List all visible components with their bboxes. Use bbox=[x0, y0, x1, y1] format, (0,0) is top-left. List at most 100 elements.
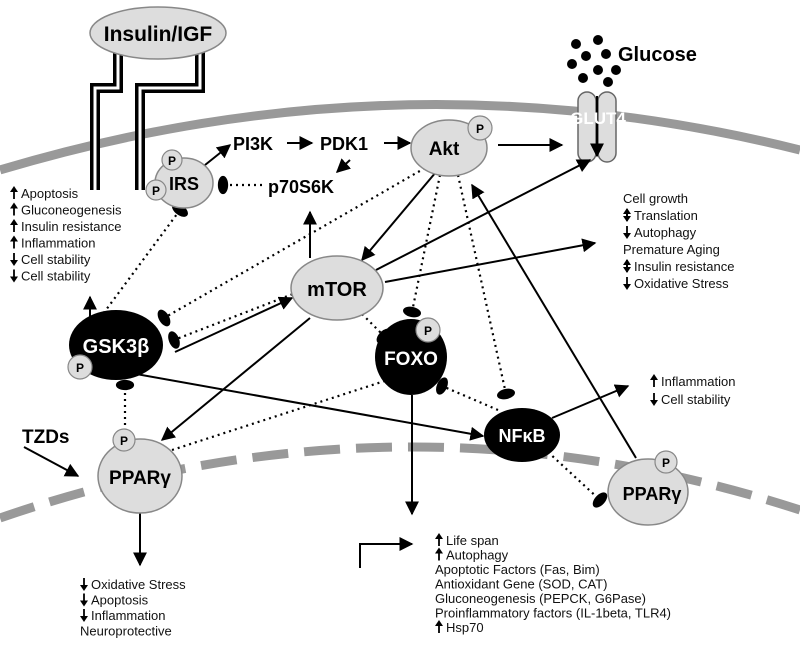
effect-item: Cell stability bbox=[10, 269, 91, 284]
effect-text: Gluconeogenesis bbox=[21, 203, 122, 218]
gsk3b-label: GSK3β bbox=[83, 336, 150, 358]
effect-item: Inflammation bbox=[650, 374, 735, 389]
ppar-right-node: PPARγ P bbox=[607, 450, 689, 526]
nfkb-label: NFκB bbox=[498, 426, 545, 446]
down-arrow-icon bbox=[650, 393, 658, 406]
ppar-left-node: PPARγ P bbox=[97, 428, 183, 514]
foxo-label: FOXO bbox=[384, 349, 438, 370]
effect-text: Apoptosis bbox=[91, 593, 149, 608]
effect-item: Inflammation bbox=[80, 608, 165, 623]
up-arrow-icon bbox=[435, 547, 443, 561]
effect-item: Insulin resistance bbox=[10, 219, 121, 234]
foxo-node: FOXO P bbox=[375, 317, 447, 395]
effect-item: Premature Aging bbox=[623, 242, 720, 257]
up-arrow-icon bbox=[10, 186, 18, 199]
effect-text: Life span bbox=[446, 533, 499, 548]
effect-item: Apoptosis bbox=[10, 186, 79, 201]
phospho-akt: P bbox=[476, 122, 484, 136]
ppar-effects-list: Oxidative StressApoptosisInflammationNeu… bbox=[80, 577, 186, 639]
effect-text: Gluconeogenesis (PEPCK, G6Pase) bbox=[435, 591, 646, 606]
inhibition-edges bbox=[99, 167, 608, 508]
mtor-effects-list: Cell growthTranslationAutophagyPremature… bbox=[623, 191, 734, 291]
effect-text: Premature Aging bbox=[623, 242, 720, 257]
mtor-node: mTOR bbox=[290, 255, 384, 321]
glut4-transporter bbox=[577, 91, 617, 163]
effect-text: Autophagy bbox=[446, 548, 509, 563]
effect-text: Cell stability bbox=[21, 269, 91, 284]
effect-text: Hsp70 bbox=[446, 620, 484, 635]
p70s6k-label: p70S6K bbox=[268, 177, 334, 197]
effect-item: Translation bbox=[623, 208, 698, 223]
phospho-gsk3b: P bbox=[76, 361, 84, 375]
up-arrow-icon bbox=[650, 374, 658, 387]
insulin-igf-node: Insulin/IGF bbox=[89, 6, 227, 60]
akt-label: Akt bbox=[429, 139, 460, 160]
effect-item: Gluconeogenesis (PEPCK, G6Pase) bbox=[435, 591, 646, 606]
down-arrow-icon bbox=[80, 593, 88, 607]
glucose-dots bbox=[567, 35, 621, 87]
ppar-right-label: PPARγ bbox=[623, 484, 682, 504]
svg-text:P: P bbox=[168, 154, 176, 168]
effect-text: Translation bbox=[634, 208, 698, 223]
phospho-ppar-left: P bbox=[120, 434, 128, 448]
effect-text: Inflammation bbox=[21, 236, 95, 251]
up-arrow-icon bbox=[435, 533, 443, 546]
effect-item: Antioxidant Gene (SOD, CAT) bbox=[435, 577, 607, 592]
pi3k-label: PI3K bbox=[233, 134, 273, 154]
effect-item: Apoptotic Factors (Fas, Bim) bbox=[435, 562, 600, 577]
phospho-ppar-right: P bbox=[662, 456, 670, 470]
activation-arrows bbox=[23, 136, 637, 568]
effect-item: Autophagy bbox=[435, 547, 509, 563]
effect-text: Cell stability bbox=[21, 252, 91, 267]
effect-item: Oxidative Stress bbox=[80, 577, 186, 592]
up-down-arrow-icon bbox=[623, 208, 631, 222]
ppar-left-label: PPARγ bbox=[109, 468, 171, 489]
irs-label: IRS bbox=[169, 174, 199, 194]
effect-text: Oxidative Stress bbox=[634, 276, 729, 291]
up-arrow-icon bbox=[435, 620, 443, 633]
effect-text: Cell stability bbox=[661, 392, 731, 407]
effect-item: Cell stability bbox=[10, 252, 91, 267]
effect-item: Inflammation bbox=[10, 235, 95, 251]
akt-node: Akt P bbox=[410, 115, 493, 177]
down-arrow-icon bbox=[10, 269, 18, 283]
mtor-label: mTOR bbox=[307, 279, 367, 301]
pdk1-label: PDK1 bbox=[320, 134, 368, 154]
effect-text: Insulin resistance bbox=[634, 259, 734, 274]
effect-item: Apoptosis bbox=[80, 593, 149, 608]
effect-item: Proinflammatory factors (IL-1beta, TLR4) bbox=[435, 606, 671, 621]
effect-item: Autophagy bbox=[623, 225, 697, 240]
phospho-irs-2: P bbox=[145, 179, 167, 201]
effect-text: Apoptosis bbox=[21, 186, 79, 201]
insulin-receptor bbox=[90, 45, 205, 190]
effect-item: Cell stability bbox=[650, 392, 731, 407]
effect-text: Autophagy bbox=[634, 225, 697, 240]
down-arrow-icon bbox=[623, 277, 631, 290]
effect-text: Antioxidant Gene (SOD, CAT) bbox=[435, 577, 607, 592]
effect-text: Insulin resistance bbox=[21, 219, 121, 234]
effect-item: Hsp70 bbox=[435, 620, 484, 635]
cell-membrane bbox=[0, 100, 800, 175]
up-down-arrow-icon bbox=[623, 259, 631, 273]
down-arrow-icon bbox=[80, 578, 88, 591]
effect-item: Oxidative Stress bbox=[623, 276, 729, 291]
effect-text: Oxidative Stress bbox=[91, 577, 186, 592]
glut4-label: GLUT4 bbox=[570, 109, 626, 128]
effect-text: Proinflammatory factors (IL-1beta, TLR4) bbox=[435, 606, 671, 621]
effect-text: Inflammation bbox=[661, 374, 735, 389]
phospho-irs-1: P bbox=[161, 149, 183, 171]
nfkb-node: NFκB bbox=[484, 408, 560, 462]
effect-item: Life span bbox=[435, 533, 499, 548]
up-arrow-icon bbox=[10, 202, 18, 216]
effect-item: Neuroprotective bbox=[80, 624, 172, 639]
tzds-label: TZDs bbox=[22, 427, 70, 448]
down-arrow-icon bbox=[623, 226, 631, 239]
insulin-igf-label: Insulin/IGF bbox=[104, 23, 213, 46]
svg-text:P: P bbox=[152, 184, 160, 198]
effect-item: Gluconeogenesis bbox=[10, 202, 122, 218]
up-arrow-icon bbox=[10, 219, 18, 232]
